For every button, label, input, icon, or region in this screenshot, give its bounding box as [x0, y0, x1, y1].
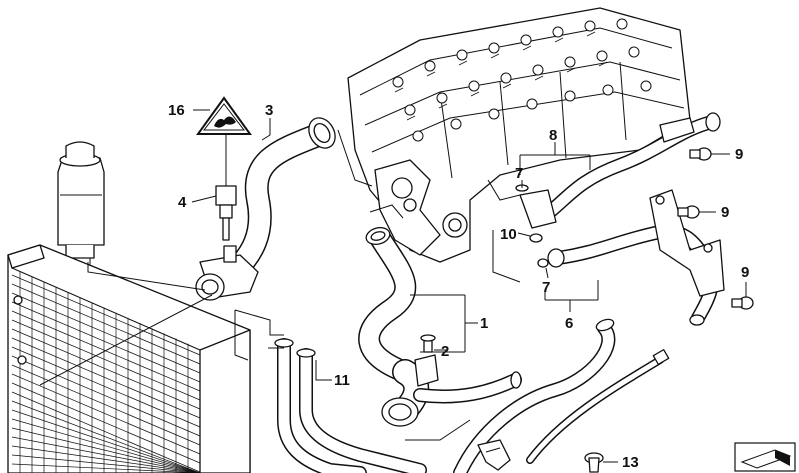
callout-2: 2	[441, 343, 449, 360]
cable-strap	[526, 349, 670, 464]
hose-heater-return	[453, 318, 616, 473]
callout-9-middle: 9	[721, 204, 729, 221]
callout-1: 1	[480, 315, 488, 332]
radiator-fin	[11, 337, 201, 419]
radiator-fin	[11, 274, 201, 356]
callout-3: 3	[265, 102, 273, 119]
engine-cylinder-head	[347, 7, 691, 263]
callout-11: 11	[334, 372, 350, 389]
fastener-screw	[584, 452, 604, 473]
radiator-fin	[11, 391, 201, 473]
radiator-fin	[11, 436, 201, 473]
pipe-middle-right	[537, 189, 725, 326]
radiator-fin	[11, 346, 201, 428]
radiator-fin	[11, 328, 201, 410]
callout-labels: 16 3 4 1 2 11 8 7 10 7 6 9 9 9 13	[168, 102, 749, 471]
bolt-upper	[689, 147, 712, 161]
radiator-fin	[11, 319, 201, 401]
radiator-fin	[11, 364, 201, 446]
radiator-fin	[11, 409, 201, 473]
callout-7-upper: 7	[515, 165, 523, 182]
bolt-lower	[731, 296, 754, 310]
pipe-upper-right	[515, 112, 721, 243]
radiator-fin	[11, 292, 201, 374]
callout-4: 4	[178, 194, 187, 211]
callout-6: 6	[565, 315, 573, 332]
sensor-housing	[195, 245, 259, 301]
radiator-fin	[11, 445, 201, 473]
radiator-fin	[11, 355, 201, 437]
callout-7-lower: 7	[542, 279, 550, 296]
radiator-fin	[11, 283, 201, 365]
radiator-fin	[11, 373, 201, 455]
radiator	[7, 244, 251, 473]
page-corner-marker-icon	[734, 442, 796, 472]
leader-lines	[39, 109, 747, 463]
hose-upper-radiator	[226, 117, 336, 280]
callout-8: 8	[549, 127, 557, 144]
bolt-middle	[677, 205, 700, 219]
pipe-assembly	[274, 338, 427, 473]
callout-9-lower: 9	[741, 264, 749, 281]
radiator-fin	[11, 418, 201, 473]
callout-10: 10	[500, 226, 517, 243]
radiator-fin	[11, 382, 201, 464]
hose-clip	[477, 439, 511, 471]
temperature-sensor	[215, 185, 237, 241]
radiator-fin	[11, 454, 201, 473]
callout-13: 13	[622, 454, 639, 471]
radiator-fin	[11, 301, 201, 383]
radiator-fin	[11, 463, 201, 473]
callout-16: 16	[168, 102, 185, 119]
callout-9-upper: 9	[735, 146, 743, 163]
radiator-fin	[11, 400, 201, 473]
radiator-fin	[11, 427, 201, 473]
warning-triangle-icon	[196, 96, 252, 135]
hose-lower-radiator	[358, 227, 522, 427]
expansion-tank	[57, 141, 105, 268]
